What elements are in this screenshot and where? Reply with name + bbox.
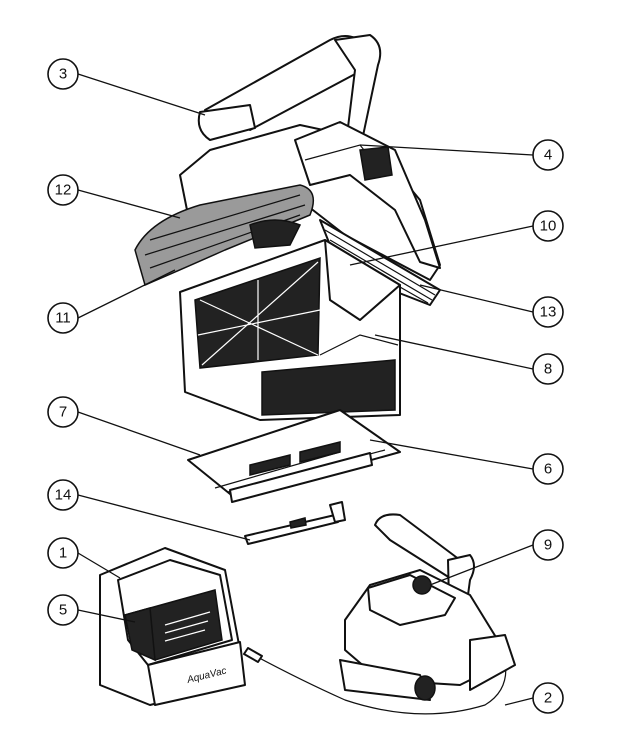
callout-12: 12 [47, 174, 79, 206]
bottom-lid [187, 409, 401, 503]
callout-1: 1 [47, 537, 79, 569]
callout-10-label: 10 [540, 218, 557, 235]
leader-lines [77, 73, 534, 706]
callout-4: 4 [532, 139, 564, 171]
callout-13-label: 13 [540, 304, 557, 321]
callout-5-label: 5 [59, 602, 67, 619]
callout-9: 9 [532, 529, 564, 561]
callout-1-label: 1 [59, 545, 67, 562]
callouts: 3 4 12 10 11 13 8 7 [47, 58, 564, 714]
power-supply: AquaVac [99, 547, 246, 706]
callout-3: 3 [47, 58, 79, 90]
callout-3-label: 3 [59, 66, 67, 83]
filter-clip [244, 501, 346, 545]
callout-11: 11 [47, 302, 79, 334]
robot-cleaner-assembled [339, 513, 516, 701]
callout-10: 10 [532, 210, 564, 242]
callout-8-label: 8 [544, 361, 552, 378]
callout-14: 14 [47, 479, 79, 511]
handle [197, 34, 382, 159]
callout-4-label: 4 [544, 147, 552, 164]
callout-5: 5 [47, 594, 79, 626]
power-cable [243, 647, 507, 715]
brush-roller [134, 184, 315, 287]
callout-13: 13 [532, 296, 564, 328]
callout-6: 6 [532, 453, 564, 485]
callout-8: 8 [532, 353, 564, 385]
callout-9-label: 9 [544, 537, 552, 554]
callout-6-label: 6 [544, 461, 552, 478]
callout-7-label: 7 [59, 404, 67, 421]
callout-11-label: 11 [55, 310, 71, 327]
callout-14-label: 14 [55, 487, 72, 504]
filter-box [179, 239, 401, 421]
callout-12-label: 12 [55, 182, 72, 199]
callout-2-label: 2 [544, 690, 552, 707]
robot-cleaner-exploded [134, 34, 441, 421]
callout-7: 7 [47, 396, 79, 428]
callout-2: 2 [532, 682, 564, 714]
